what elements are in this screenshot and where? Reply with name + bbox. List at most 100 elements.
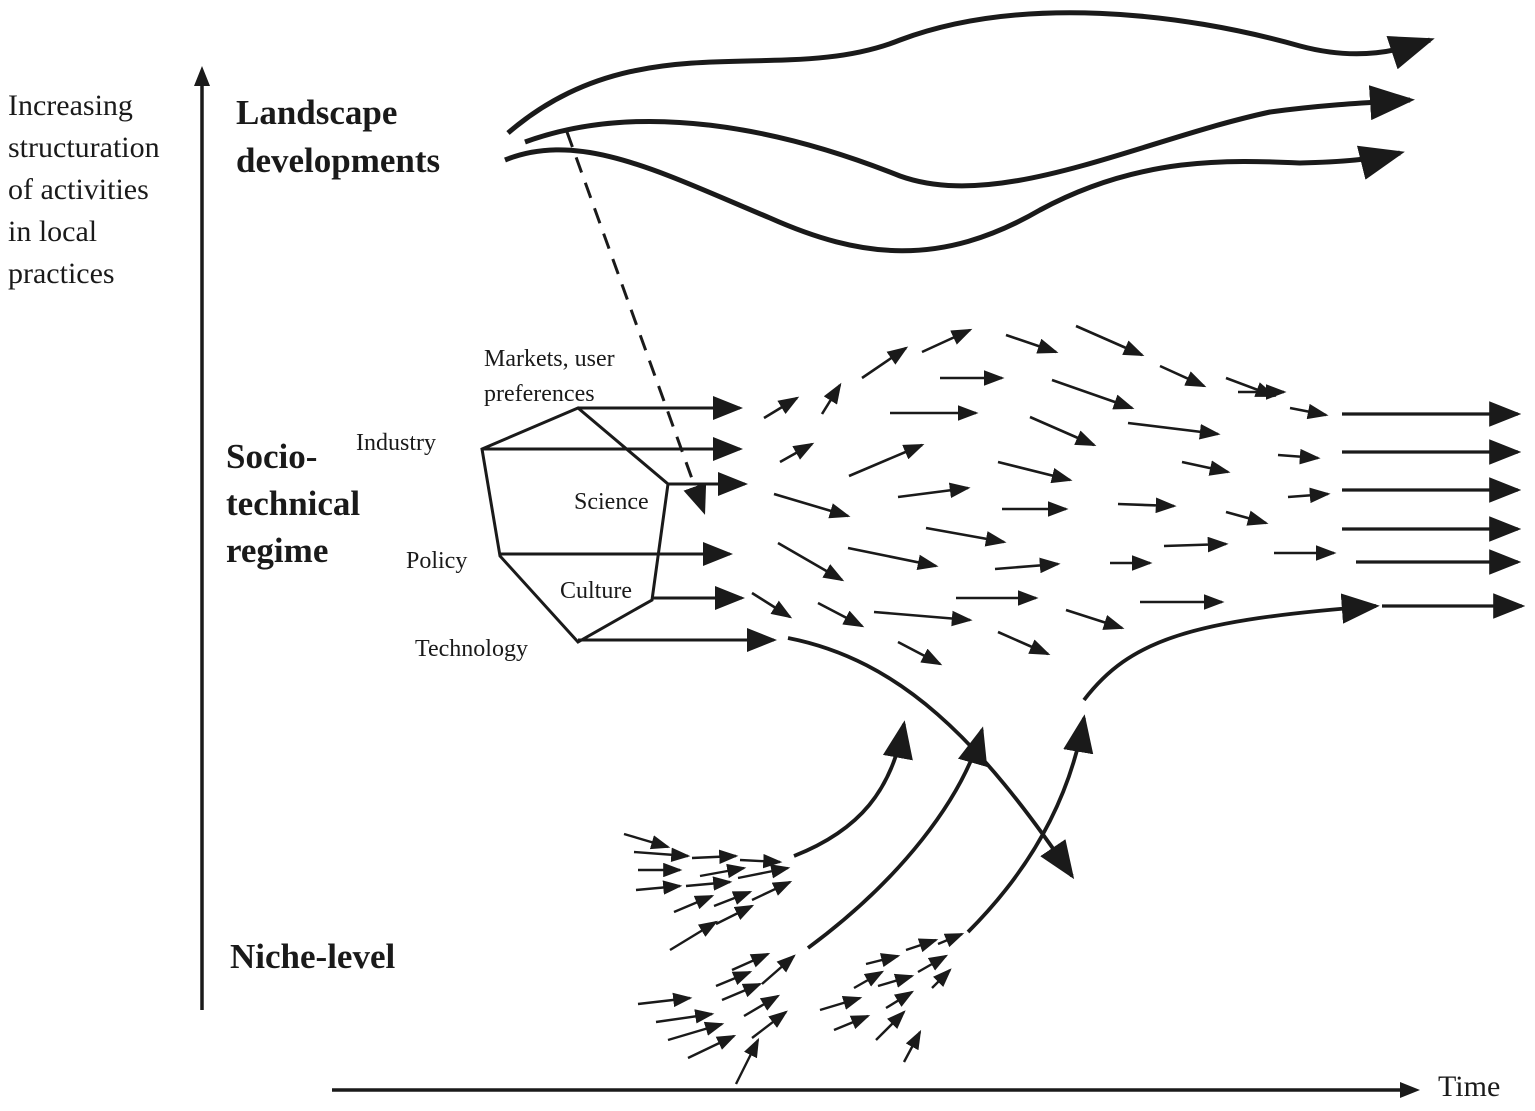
policy-label: Policy <box>406 548 467 574</box>
regime-decline-arrow <box>787 636 1075 880</box>
y-axis-label-line-4: in local <box>8 215 97 248</box>
niche-swarm-arrow-23 <box>751 1010 788 1039</box>
time-axis-arrowhead <box>1400 1082 1420 1098</box>
y-axis-label: Increasing structuration of activities i… <box>8 89 167 290</box>
dimension-arrows <box>482 396 777 652</box>
landscape-trends <box>504 10 1435 254</box>
regime-swarm-arrow-14 <box>873 610 973 627</box>
landscape-label-line-2: developments <box>236 141 440 180</box>
niche-swarm-arrow-19 <box>715 970 753 988</box>
niche-swarm-arrow-15 <box>637 992 693 1008</box>
regime-hexagon-outline <box>480 406 670 644</box>
niche-swarm-arrow-18 <box>687 1034 737 1060</box>
regime-swarm-arrow-37 <box>1289 403 1329 420</box>
regime-swarm-arrow-4 <box>777 541 845 582</box>
y-axis-label-line-2: structuration <box>8 131 160 164</box>
regime-swarm-arrow-34 <box>1163 536 1229 553</box>
niche-breakthrough-arrow-3 <box>966 714 1094 934</box>
niche-swarm-arrow-36 <box>931 968 952 989</box>
regime-swarm-arrow-2 <box>779 442 815 464</box>
niche-swarm-arrow-4 <box>635 880 683 895</box>
regime-swarm-arrows <box>751 324 1337 666</box>
regime-swarm-arrow-11 <box>921 328 973 354</box>
regime-swarm-arrow-5 <box>751 591 793 619</box>
landscape-label: Landscape developments <box>236 93 440 180</box>
niche-breakthrough-arrow-1 <box>793 720 913 858</box>
niche-swarm-arrow-28 <box>853 970 885 990</box>
niche-swarm-arrow-34 <box>905 938 939 953</box>
regime-swarm-arrow-12 <box>897 482 971 499</box>
niche-swarm-arrow-10 <box>713 890 753 908</box>
niche-swarm-arrow-20 <box>721 982 763 1002</box>
regime-hexagon <box>480 406 670 644</box>
niche-swarm-arrow-5 <box>673 894 715 914</box>
regime-swarm-arrow-30 <box>1127 421 1221 440</box>
markets-label: Markets, user preferences <box>484 346 621 407</box>
niche-swarm-arrow-29 <box>875 1010 906 1041</box>
niche-swarm-arrow-8 <box>699 863 747 879</box>
niche-swarm-arrow-13 <box>751 880 793 902</box>
y-axis-label-line-5: practices <box>8 257 115 290</box>
regime-swarm-arrow-26 <box>1075 324 1145 357</box>
niche-swarm-arrow-9 <box>685 876 733 891</box>
vertical-axis-arrowhead <box>194 66 210 86</box>
regime-swarm-arrow-32 <box>1181 460 1231 476</box>
regime-swarm-arrow-7 <box>861 346 909 380</box>
niche-swarm-arrow-35 <box>917 954 949 974</box>
niche-swarm-arrow-12 <box>737 864 791 880</box>
regime-swarm-arrow-20 <box>997 630 1051 656</box>
niche-swarm-arrow-21 <box>731 952 771 972</box>
niche-swarm-arrow-2 <box>633 847 691 862</box>
regime-swarm-arrow-27 <box>1051 378 1135 410</box>
time-axis <box>332 1082 1420 1098</box>
niche-swarm-arrow-25 <box>734 1037 760 1085</box>
regime-swarm-arrow-38 <box>1277 448 1321 465</box>
niche-swarm-arrow-17 <box>667 1021 725 1042</box>
time-label: Time <box>1438 1070 1500 1103</box>
regime-swarm-arrow-29 <box>1117 497 1177 514</box>
vertical-axis <box>194 66 210 1010</box>
regime-swarm-arrow-1 <box>763 396 800 420</box>
niche-breakthrough-arrow-2 <box>806 726 988 950</box>
regime-label-line-2: technical <box>226 484 360 523</box>
regime-swarm-arrow-25 <box>1065 608 1125 630</box>
niche-swarm-arrow-14 <box>715 904 755 926</box>
landscape-label-line-1: Landscape <box>236 93 397 132</box>
y-axis-label-line-3: of activities <box>8 173 149 206</box>
regime-swarm-arrow-31 <box>1159 364 1207 388</box>
y-axis-label-line-1: Increasing <box>8 89 133 122</box>
niche-swarm-arrow-22 <box>743 994 781 1018</box>
regime-label: Socio- technical regime <box>226 437 369 570</box>
regime-swarm-arrow-13 <box>925 526 1007 547</box>
regime-swarm-arrow-39 <box>1287 487 1331 504</box>
regime-swarm-arrow-19 <box>994 557 1061 574</box>
regime-label-line-1: Socio- <box>226 437 317 476</box>
regime-swarm-arrow-9 <box>817 601 865 628</box>
niche-swarm-arrow-7 <box>691 849 739 864</box>
niche-swarm-arrow-1 <box>623 832 671 850</box>
regime-swarm-arrow-10 <box>847 546 939 570</box>
regime-swarm-arrow-8 <box>848 443 925 478</box>
niche-swarm-arrows <box>623 832 965 1085</box>
regime-outflow-arrows <box>1342 401 1526 619</box>
new-regime-arrow <box>1082 593 1380 702</box>
niche-swarm-arrow-26 <box>819 995 863 1012</box>
niche-swarm-arrow-33 <box>877 973 915 988</box>
technology-label: Technology <box>415 636 528 662</box>
landscape-trend-arrow-1 <box>506 10 1435 135</box>
niche-swarm-arrow-11 <box>739 853 783 869</box>
regime-swarm-arrow-15 <box>897 640 943 666</box>
markets-label-line-1: Markets, user <box>484 346 615 372</box>
regime-swarm-arrow-40 <box>1225 510 1269 526</box>
science-label: Science <box>574 489 649 515</box>
culture-label: Culture <box>560 578 632 604</box>
regime-swarm-arrow-21 <box>1005 333 1059 354</box>
regime-swarm-arrow-3 <box>773 492 851 519</box>
niche-swarm-arrow-31 <box>902 1029 922 1063</box>
transition-arrows <box>787 593 1380 950</box>
industry-label: Industry <box>356 430 436 456</box>
niche-swarm-arrow-16 <box>655 1009 715 1024</box>
niche-swarm-arrow-37 <box>937 932 965 948</box>
landscape-trend-arrow-2 <box>524 85 1415 189</box>
